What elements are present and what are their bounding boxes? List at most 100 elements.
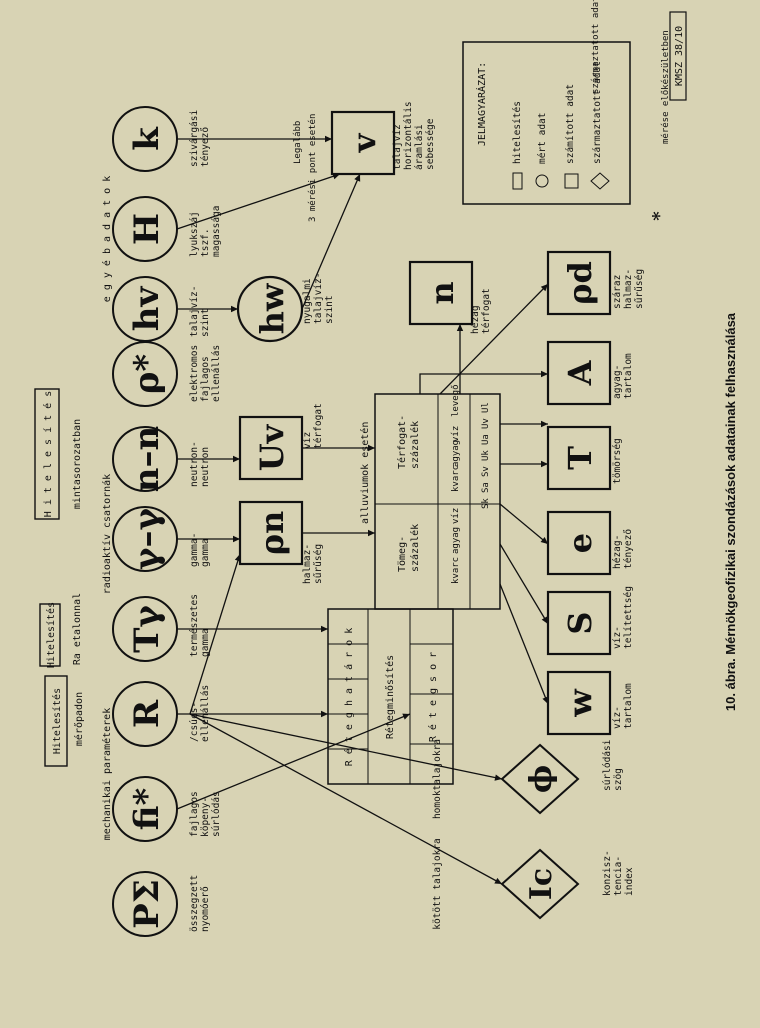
label-text: tszf.: [200, 228, 211, 257]
label-text: Ul: [481, 402, 491, 413]
label-text: kvarc: [451, 557, 461, 584]
label-text: ellenállás: [211, 345, 222, 402]
label-text: kvarc: [451, 465, 461, 492]
label-text: víz: [451, 426, 461, 442]
arrow-head: [456, 324, 464, 331]
label-text: víz-: [612, 706, 623, 729]
label-text: áramlási: [414, 124, 425, 170]
label-text: tartalom: [623, 353, 634, 399]
square-symbol: w: [561, 688, 599, 718]
label-text: víz-: [612, 626, 623, 649]
label-text: sebessége: [425, 118, 436, 170]
label-text: lyukszáj: [189, 211, 200, 257]
label-text: radioaktív csatornák: [101, 474, 113, 594]
connector-line: [499, 503, 549, 545]
note-star: *: [649, 211, 670, 221]
arrow-head: [354, 174, 361, 182]
label-text: levegő: [451, 384, 461, 417]
square-symbol: A: [561, 359, 599, 386]
arrow-head: [321, 625, 328, 633]
label-text: nyugalmi: [302, 278, 313, 324]
label-text: Sk: [481, 498, 491, 509]
arrow-head: [541, 370, 548, 378]
label-text: fajlagos: [189, 791, 200, 837]
measured-2-node: R/csúcs-ellenállás: [112, 681, 211, 747]
computed-v: v: [330, 110, 396, 176]
connector-line: [176, 713, 411, 810]
label-text: természetes: [189, 594, 200, 657]
label-text: sűrűség: [634, 269, 645, 309]
connector-line: [189, 713, 503, 780]
label-text: 3 mérési pont esetén: [307, 114, 318, 222]
legend-item: hitelesítés: [512, 101, 523, 164]
diamond-symbol: Ic: [524, 868, 559, 900]
label-text: neutron: [200, 447, 211, 487]
label-text: /csúcs-: [189, 702, 200, 742]
label-text: gamma: [200, 538, 211, 567]
derived-5: ρd: [546, 250, 612, 316]
label-text: Hitelesítés: [45, 602, 57, 668]
label-text: víz: [302, 432, 313, 449]
label-text: szint: [200, 308, 211, 337]
label-text: magassága: [211, 206, 222, 257]
arrow-head: [541, 420, 548, 428]
legend-item: származtatott adat: [592, 61, 603, 164]
measured-symbol: ρ*: [127, 354, 167, 395]
label-text: talajvíz-: [189, 286, 200, 337]
diamond-symbol: ϕ: [524, 765, 559, 793]
label-text: Uv: [481, 418, 491, 429]
connector-line: [499, 543, 549, 625]
label-text: Ua: [481, 434, 491, 445]
label-text: súrlódási: [602, 739, 613, 791]
derived-4: A: [546, 340, 612, 406]
label-text: horizontális: [403, 101, 414, 170]
label-text: tömörség: [612, 438, 623, 484]
arrow-head: [231, 305, 238, 313]
arrow-head: [233, 535, 240, 543]
label-text: nyomóerő: [200, 886, 211, 932]
label-text: mintasorozatban: [72, 419, 83, 509]
arrow-head: [368, 529, 375, 537]
label-text: halmaz-: [623, 269, 634, 309]
label-text: ellenállás: [200, 685, 211, 742]
label-text: hézag: [470, 305, 481, 334]
connector-line: [176, 173, 341, 230]
connector-line: [439, 283, 549, 395]
label-text: agyag: [451, 527, 461, 554]
measured-symbol: n–n: [127, 426, 167, 492]
connector-line: [419, 373, 548, 394]
square-symbol: n: [423, 281, 461, 304]
computed-hw: hw: [236, 275, 304, 343]
label-text: Rétegminősítés: [384, 655, 396, 739]
measured-symbol: k: [127, 126, 167, 151]
measured-symbol: Tγ: [127, 605, 167, 653]
label-text: Sv: [481, 466, 491, 477]
label-text: H i t e l e s í t é s: [42, 391, 54, 517]
measured-symbol: γ–γ: [127, 508, 167, 570]
label-text: Tömeg-: [397, 536, 408, 572]
arrow-head: [233, 455, 240, 463]
arrow-head: [540, 284, 548, 292]
derived-n: n: [408, 260, 474, 326]
label-text: tartalom: [623, 683, 634, 729]
label-text: száraz: [612, 275, 623, 309]
legend-item: számított adat: [565, 84, 576, 164]
hitelesites-box: Hitelesítés: [44, 675, 68, 767]
label-text: gamma: [200, 628, 211, 657]
arrow-head: [402, 713, 410, 720]
label-text: fajlagos: [200, 356, 211, 402]
derived-3: T: [546, 425, 612, 491]
label-text: R é t e g s o r: [427, 652, 439, 742]
edge-label: kötött talajokra: [432, 838, 443, 930]
derived-1: S: [546, 590, 612, 656]
hitelesites-box: H i t e l e s í t é s: [34, 388, 60, 520]
connector-line: [499, 583, 549, 705]
edge-label: homoktalajokra: [432, 739, 443, 819]
